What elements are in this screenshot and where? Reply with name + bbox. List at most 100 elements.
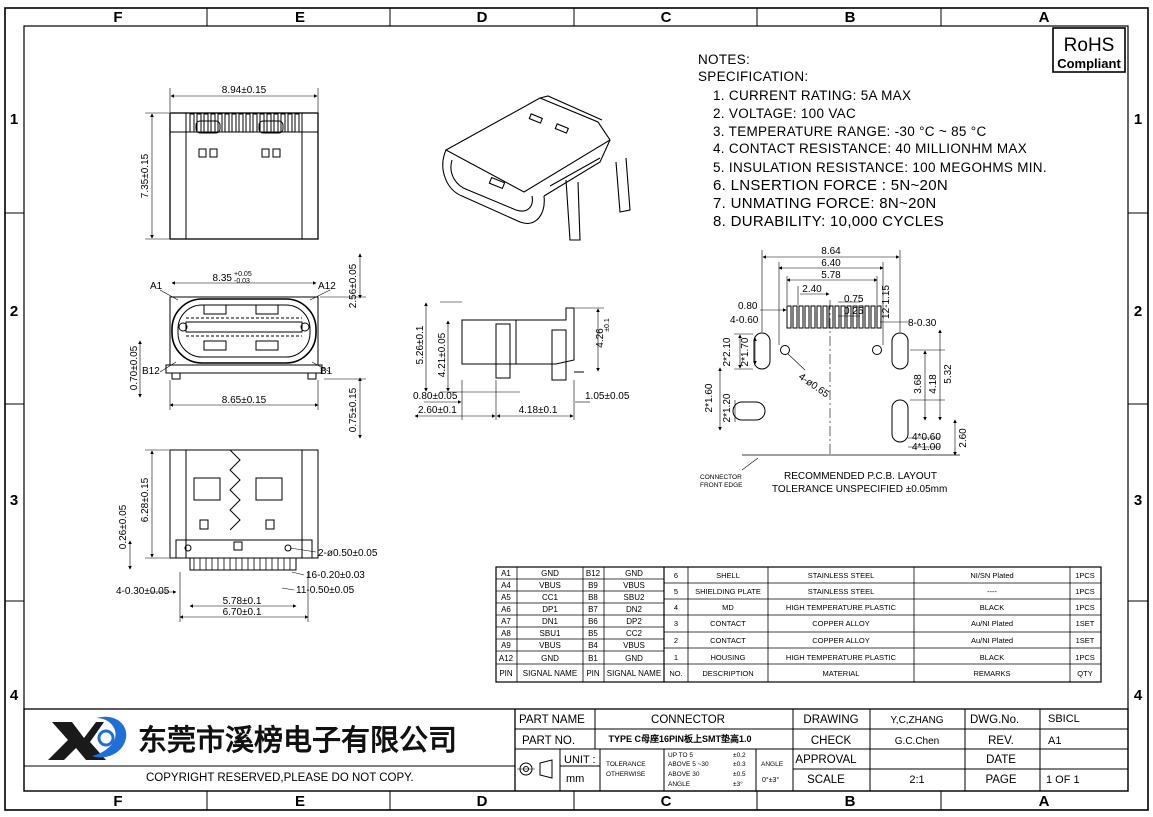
bom-cell: BLACK — [980, 653, 1005, 662]
row-label: 2 — [10, 303, 18, 320]
page-label: PAGE — [985, 774, 1016, 786]
dim-front-inner: 8.35 — [213, 273, 233, 284]
pin-table-cell: VBUS — [539, 641, 561, 650]
spec-item: 5. INSULATION RESISTANCE: 100 MEGOHMS MI… — [713, 160, 1047, 175]
bom-cell: Au/NI Plated — [971, 636, 1013, 645]
col-label: C — [661, 793, 672, 810]
check-label: CHECK — [811, 735, 852, 747]
front-edge-label: FRONT EDGE — [700, 482, 743, 489]
dim-side-w3: 2.60±0.1 — [418, 405, 457, 416]
col-label: B — [845, 9, 856, 26]
bom-cell: 1PCS — [1075, 571, 1095, 580]
pin-table-cell: B5 — [588, 629, 598, 638]
col-label: A — [1039, 793, 1050, 810]
bom-cell: 1 — [674, 653, 678, 662]
pcb-layout — [718, 250, 960, 471]
bom-cell: 1SET — [1076, 636, 1095, 645]
pin-table-cell: GND — [625, 569, 643, 578]
pin-table-cell: VBUS — [539, 581, 561, 590]
spec-item: 3. TEMPERATURE RANGE: -30 °C ~ 85 °C — [713, 124, 987, 139]
pcb-dim: 4*0.60 — [912, 432, 941, 443]
col-label: C — [661, 9, 672, 26]
dim-side-h1: 5.26±0.1 — [415, 325, 426, 364]
pin-table-cell: VBUS — [623, 641, 645, 650]
company-name: 东莞市溪榜电子有限公司 — [138, 723, 457, 757]
pin-table-cell: VBUS — [623, 581, 645, 590]
bom-cell: COPPER ALLOY — [812, 636, 870, 645]
pcb-title: RECOMMENDED P.C.B. LAYOUT — [784, 471, 937, 482]
page-value: 1 OF 1 — [1046, 774, 1080, 786]
label-a1: A1 — [150, 281, 163, 292]
col-label: D — [477, 793, 488, 810]
notes-heading: NOTES: — [698, 52, 750, 67]
pin-table-cell: B4 — [588, 641, 598, 650]
pin-table-cell: CC1 — [542, 593, 559, 602]
pcb-dim: 4-ø0.65 — [796, 371, 831, 400]
tol-row: ANGLE — [668, 781, 691, 788]
pcb-dim: 0.75 — [844, 294, 864, 305]
copyright: COPYRIGHT RESERVED,PLEASE DO NOT COPY. — [146, 772, 414, 784]
tol-row: ABOVE 5 ~30 — [668, 761, 709, 768]
company-logo-icon — [48, 716, 127, 760]
bom-cell: STAINLESS STEEL — [808, 571, 875, 580]
label-a12: A12 — [318, 281, 336, 292]
spec-heading: SPECIFICATION: — [698, 69, 808, 84]
col-label: A — [1039, 9, 1050, 26]
dim-bot-h1: 6.28±0.15 — [140, 477, 151, 522]
bom-cell: STAINLESS STEEL — [808, 587, 875, 596]
pcb-dim: 5.78 — [821, 270, 841, 281]
border-labels: F E D C B A F E D C B A 1 2 3 4 1 2 3 4 — [10, 9, 1143, 810]
pin-table-cell: B7 — [588, 605, 598, 614]
rev-value: A1 — [1048, 735, 1061, 747]
scale-label: SCALE — [807, 774, 845, 786]
pin-table-header: SIGNAL NAME — [523, 669, 577, 678]
pcb-dim: 2*1.20 — [722, 393, 733, 422]
pin-table-cell: A6 — [501, 605, 511, 614]
bom-cell: 1SET — [1076, 619, 1095, 628]
pcb-dim: 2*1.70 — [740, 337, 751, 366]
dim-front-h2: 0.70±0.05 — [129, 345, 140, 390]
rohs-line1: RoHS — [1064, 35, 1115, 56]
scale-value: 2:1 — [909, 774, 924, 786]
tol-val: ±0.2 — [733, 752, 746, 759]
pcb-dim: 2*1.60 — [704, 383, 715, 412]
pcb-dim: 0.25 — [844, 306, 864, 317]
pcb-dim: 4*1.00 — [912, 442, 941, 453]
bom-cell: MD — [722, 603, 734, 612]
row-label: 2 — [1134, 303, 1142, 320]
bom-cell: 4 — [674, 603, 678, 612]
pcb-dim: 8-0.30 — [908, 318, 937, 329]
dwgno-label: DWG.No. — [970, 714, 1019, 726]
pin-table-cell: DP2 — [626, 617, 642, 626]
bom-cell: CONTACT — [710, 636, 746, 645]
part-no-label: PART NO. — [522, 735, 575, 747]
bom-cell: HIGH TEMPERATURE PLASTIC — [786, 603, 897, 612]
pin-table-cell: SBU1 — [540, 629, 561, 638]
side-view — [414, 301, 604, 420]
tolerance-label: OTHERWISE — [606, 771, 646, 778]
rev-label: REV. — [988, 735, 1014, 747]
bom-header: REMARKS — [973, 669, 1010, 678]
dim-top-height: 7.35±0.15 — [140, 153, 151, 198]
dim-bot-w1: 5.78±0.1 — [223, 596, 262, 607]
tol-row: ABOVE 30 — [668, 771, 700, 778]
bom-cell: 3 — [674, 619, 678, 628]
date-label: DATE — [986, 754, 1016, 766]
col-label: E — [295, 793, 305, 810]
pin-bom-table — [495, 566, 1102, 683]
dim-bot-h2: 0.26±0.05 — [118, 504, 129, 549]
part-no: TYPE C母座16PIN板上SMT垫高1.0 — [608, 733, 751, 744]
drawing-value: Y,C,ZHANG — [890, 715, 943, 726]
title-block — [23, 708, 1129, 792]
part-name-label: PART NAME — [519, 714, 585, 726]
pcb-dim: 8.64 — [821, 246, 841, 257]
col-label: F — [113, 9, 122, 26]
dim-side-w1: 0.80±0.05 — [413, 391, 458, 402]
bottom-view — [128, 449, 319, 622]
angle-value: 0°±3° — [762, 776, 779, 784]
tolerance-label: TOLERANCE — [606, 761, 646, 768]
spec-item: 2. VOLTAGE: 100 VAC — [713, 106, 856, 121]
pin-table-header: PIN — [586, 669, 600, 678]
bom-cell: 5 — [674, 587, 678, 596]
row-label: 3 — [1134, 492, 1142, 509]
